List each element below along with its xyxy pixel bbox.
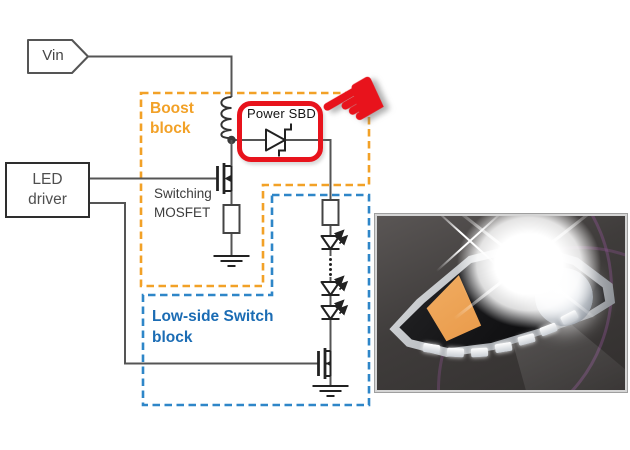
- switching-mosfet-icon: [216, 140, 233, 194]
- led-resistor-icon: [321, 199, 340, 226]
- boost-block-outline: [139, 91, 371, 288]
- led-driver-label: LED driver: [28, 171, 67, 208]
- switching-mosfet-label: Switching MOSFET: [154, 186, 212, 220]
- headlight-photo: [374, 213, 628, 393]
- low-side-block-outline: [141, 193, 371, 407]
- wires: [88, 55, 332, 386]
- led-icon: [320, 229, 349, 250]
- led-strip-chip: [470, 347, 489, 358]
- schottky-diode-icon: [265, 123, 292, 157]
- boost-block-label: Boost block: [150, 100, 194, 137]
- low-side-switch-label: Low-side Switch block: [152, 308, 274, 346]
- led-driver-box: LED driver: [5, 162, 90, 218]
- boost-ground-icon: [213, 255, 250, 267]
- inductor-icon: [220, 96, 232, 140]
- led-icon: [320, 299, 349, 320]
- boost-resistor-icon: [222, 204, 241, 234]
- led-strip-chip: [446, 347, 465, 358]
- led-icon: [320, 275, 349, 296]
- power-sbd-highlight-box: [237, 101, 323, 162]
- power-sbd-label: Power SBD: [247, 106, 316, 121]
- led-chain: [320, 199, 349, 320]
- vin-label: Vin: [42, 47, 64, 64]
- vin-connector: [27, 39, 89, 74]
- headlight-glow: [439, 216, 619, 344]
- low-side-ground-icon: [312, 385, 349, 397]
- ellipsis-dots: [329, 258, 332, 276]
- low-side-mosfet-icon: [317, 348, 332, 379]
